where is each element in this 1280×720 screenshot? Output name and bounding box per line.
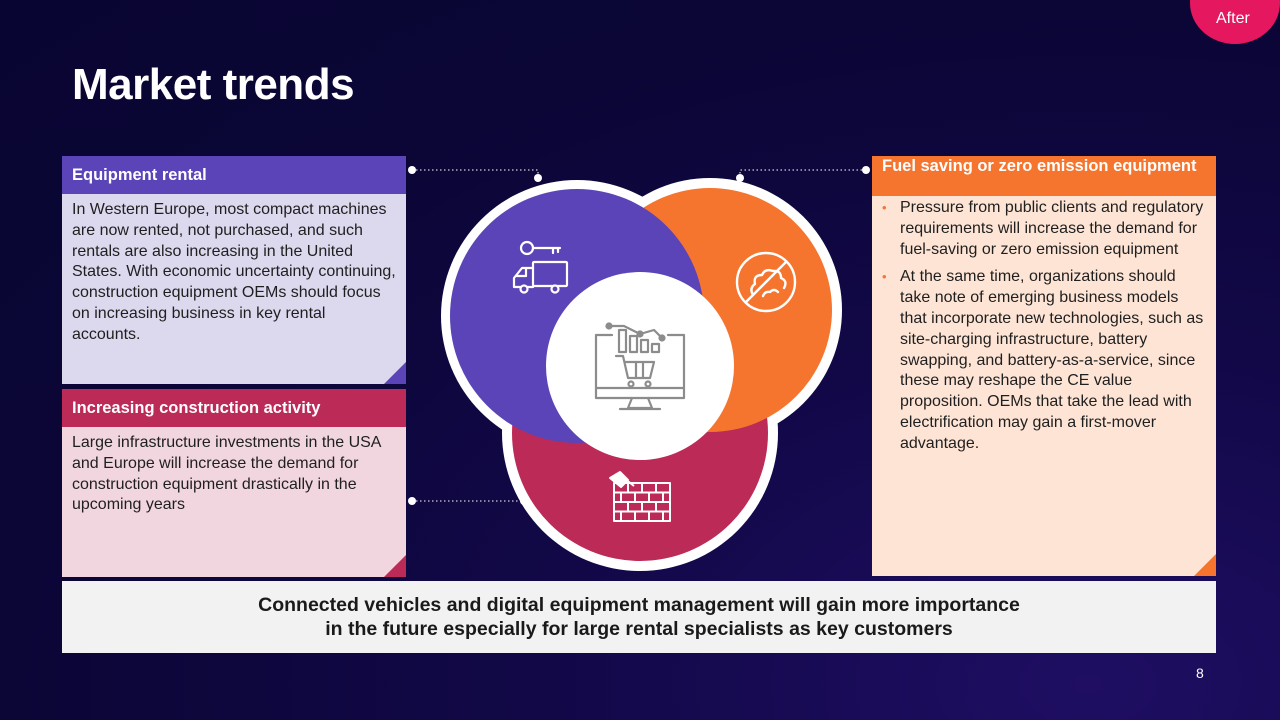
fuel-saving-bullet-list: Pressure from public clients and regulat…	[872, 196, 1216, 455]
key-takeaway-text: Connected vehicles and digital equipment…	[258, 593, 1020, 641]
fuel-saving-bullet: At the same time, organizations should t…	[882, 267, 1206, 454]
no-pollution-icon	[735, 251, 797, 313]
fuel-saving-card: Fuel saving or zero emission equipment P…	[872, 156, 1216, 576]
page-title: Market trends	[72, 60, 355, 109]
construction-activity-heading: Increasing construction activity	[62, 389, 406, 427]
connector-dot	[408, 497, 416, 505]
construction-activity-card: Increasing construction activity Large i…	[62, 389, 406, 577]
connector-fuel	[739, 169, 866, 178]
connector-rental	[412, 169, 539, 178]
equipment-rental-card: Equipment rental In Western Europe, most…	[62, 156, 406, 384]
center-circle	[546, 272, 734, 460]
fuel-saving-heading: Fuel saving or zero emission equipment	[872, 156, 1216, 196]
truck-key-icon	[512, 240, 569, 294]
key-takeaway-line-1: Connected vehicles and digital equipment…	[258, 594, 1020, 616]
card-corner-accent	[1194, 554, 1216, 576]
page-number: 8	[1196, 665, 1204, 681]
connector-dot	[408, 166, 416, 174]
equipment-rental-text: In Western Europe, most compact machines…	[72, 201, 396, 343]
connector-dot	[736, 174, 744, 182]
after-badge-label: After	[1216, 10, 1250, 27]
key-takeaway-banner: Connected vehicles and digital equipment…	[62, 581, 1216, 653]
brick-wall-trowel-icon	[609, 471, 671, 522]
monitor-cart-chart-icon	[594, 322, 686, 411]
fuel-saving-bullet: Pressure from public clients and regulat…	[882, 198, 1206, 260]
connector-dot	[862, 166, 870, 174]
key-takeaway-line-2: in the future especially for large renta…	[325, 618, 953, 640]
card-corner-accent	[384, 362, 406, 384]
construction-activity-text: Large infrastructure investments in the …	[72, 434, 381, 514]
equipment-rental-heading: Equipment rental	[62, 156, 406, 194]
card-corner-accent	[384, 555, 406, 577]
connector-dot	[534, 174, 542, 182]
